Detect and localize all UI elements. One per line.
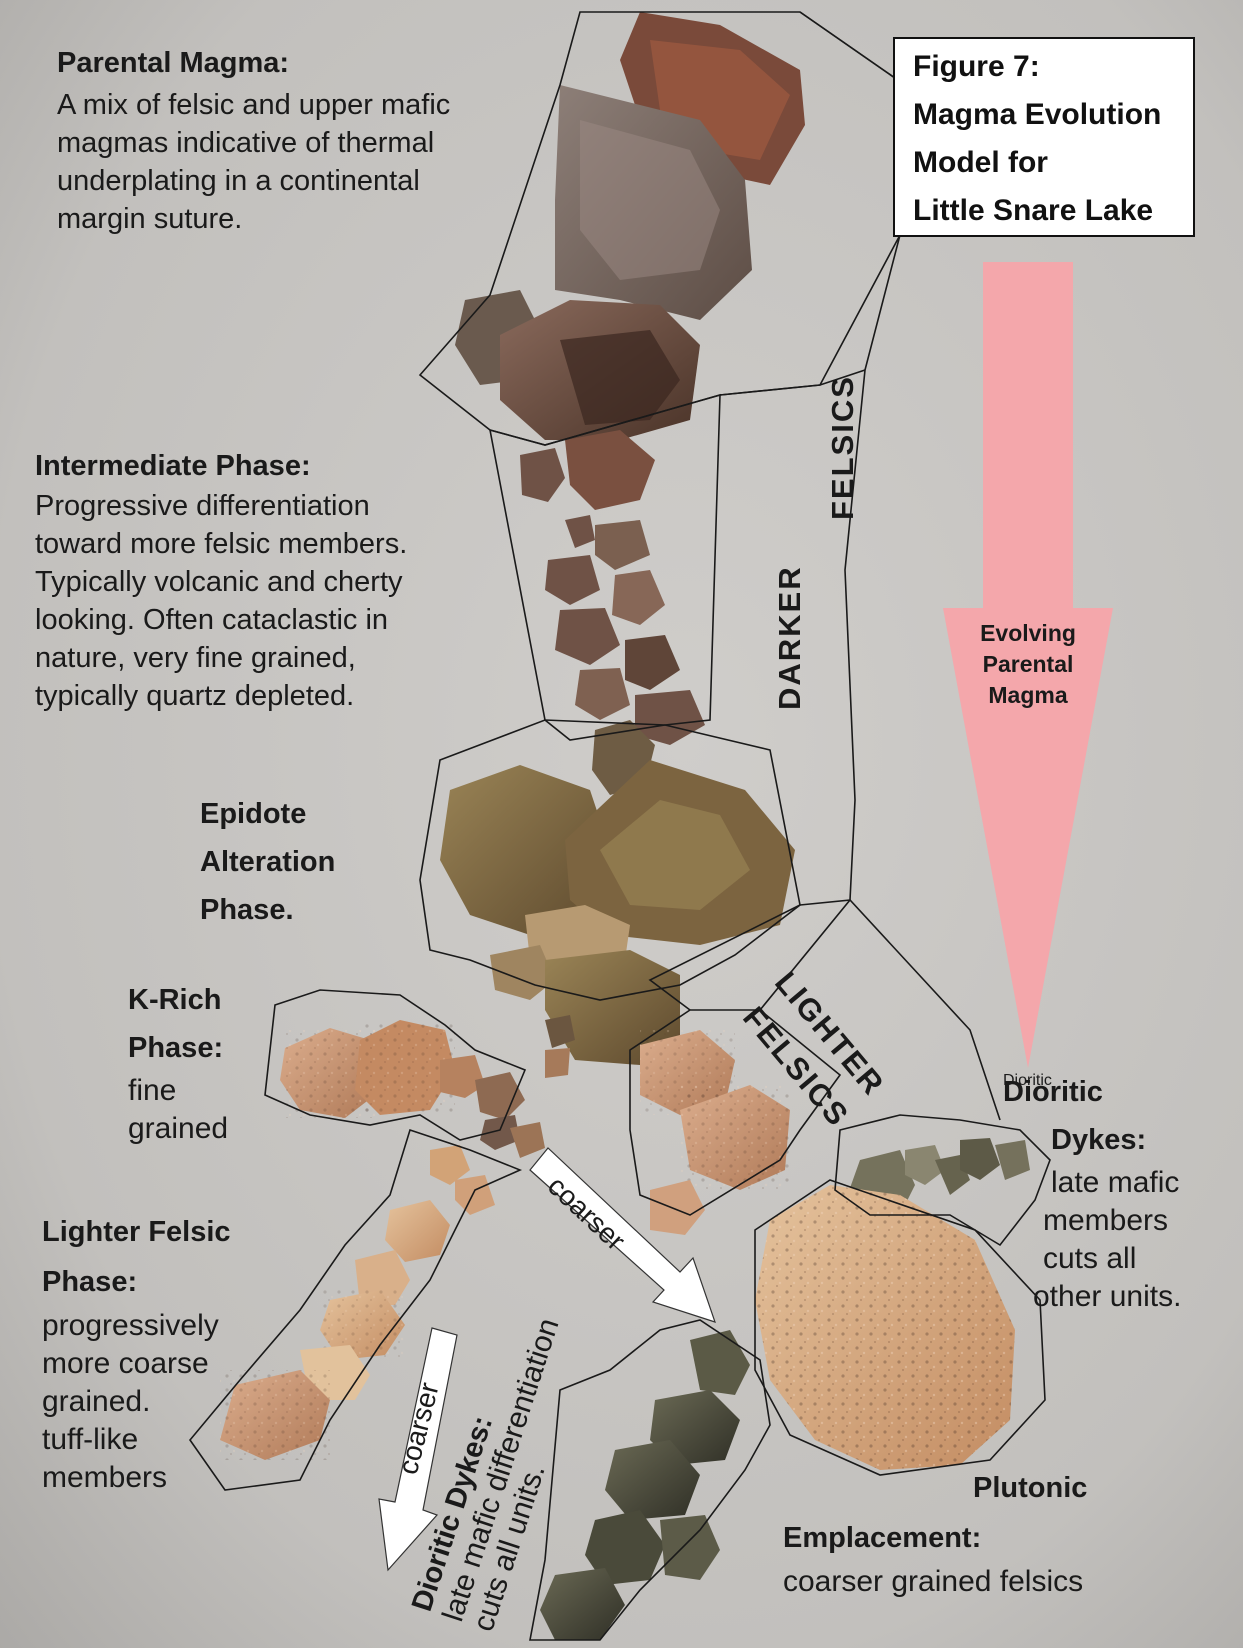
figure-title-line: Model for: [913, 139, 1193, 187]
plutonic-block: Plutonic Emplacement: coarser grained fe…: [783, 1463, 1087, 1601]
dioritic-right-line: late mafic: [1003, 1164, 1238, 1202]
parental-line: underplating in a continental: [57, 162, 450, 200]
plutonic-line: coarser grained felsics: [783, 1563, 1087, 1601]
intermediate-line: Typically volcanic and cherty: [35, 563, 407, 601]
krich-heading-line: K-Rich: [128, 976, 228, 1024]
epidote-heading-line: Alteration: [200, 838, 335, 886]
parental-line: magmas indicative of thermal: [57, 124, 450, 162]
intermediate-line: nature, very fine grained,: [35, 639, 407, 677]
epidote-block: Epidote Alteration Phase.: [200, 790, 335, 934]
krich-line: fine: [128, 1072, 228, 1110]
dioritic-right-text: Dioritic Dykes: late mafic members cuts …: [1003, 1068, 1238, 1316]
evolving-arrow-label: Evolving Parental Magma: [943, 618, 1113, 711]
lighter-felsic-line: tuff-like: [42, 1421, 231, 1459]
dioritic-right-line: cuts all: [1003, 1240, 1238, 1278]
parental-magma-block: Parental Magma: A mix of felsic and uppe…: [57, 40, 450, 238]
krich-heading-line: Phase:: [128, 1024, 228, 1072]
dioritic-right-line: other units.: [1003, 1278, 1238, 1316]
figure-title-line: Magma Evolution: [913, 91, 1193, 139]
epidote-heading-line: Epidote: [200, 790, 335, 838]
lighter-felsic-line: grained.: [42, 1383, 231, 1421]
intermediate-line: typically quartz depleted.: [35, 677, 407, 715]
darker-label: DARKER: [772, 565, 808, 710]
lighter-felsic-heading-line: Phase:: [42, 1257, 231, 1307]
figure-title-box: Figure 7: Magma Evolution Model for Litt…: [893, 37, 1195, 237]
intermediate-phase-block: Intermediate Phase: Progressive differen…: [35, 445, 407, 715]
figure-title-line: Little Snare Lake: [913, 187, 1193, 235]
lighter-felsic-block: Lighter Felsic Phase: progressively more…: [42, 1207, 231, 1497]
parental-heading: Parental Magma:: [57, 40, 450, 86]
dioritic-right-line: members: [1003, 1202, 1238, 1240]
lighter-felsic-line: more coarse: [42, 1345, 231, 1383]
dioritic-right-heading-line: Dykes:: [1003, 1116, 1238, 1164]
evolving-arrow-line: Parental: [943, 649, 1113, 680]
lighter-felsic-heading-line: Lighter Felsic: [42, 1207, 231, 1257]
plutonic-heading-line: Emplacement:: [783, 1513, 1087, 1563]
figure-label: Figure 7:: [913, 43, 1193, 91]
krich-block: K-Rich Phase: fine grained: [128, 976, 228, 1148]
intermediate-line: toward more felsic members.: [35, 525, 407, 563]
intermediate-line: Progressive differentiation: [35, 487, 407, 525]
evolving-arrow-line: Magma: [943, 680, 1113, 711]
krich-line: grained: [128, 1110, 228, 1148]
parental-line: A mix of felsic and upper mafic: [57, 86, 450, 124]
intermediate-heading: Intermediate Phase:: [35, 445, 407, 487]
lighter-felsic-line: progressively: [42, 1307, 231, 1345]
evolving-arrow-line: Evolving: [943, 618, 1113, 649]
dioritic-right-heading-line: Dioritic: [1003, 1068, 1238, 1116]
plutonic-heading-line: Plutonic: [783, 1463, 1087, 1513]
parental-line: margin suture.: [57, 200, 450, 238]
epidote-heading-line: Phase.: [200, 886, 335, 934]
felsics-upper-label: FELSICS: [825, 375, 861, 520]
intermediate-line: looking. Often cataclastic in: [35, 601, 407, 639]
lighter-felsic-line: members: [42, 1459, 231, 1497]
